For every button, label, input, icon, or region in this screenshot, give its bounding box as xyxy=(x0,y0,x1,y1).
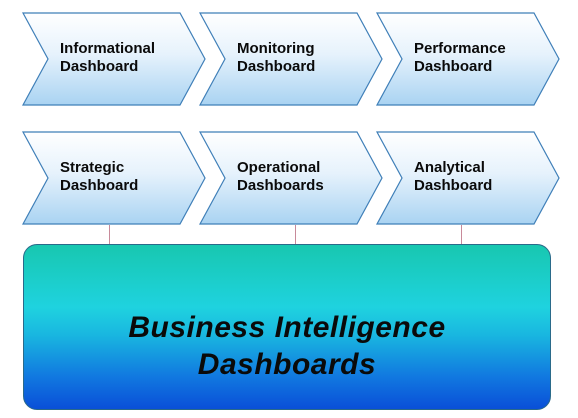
chevron-label: Informational Dashboard xyxy=(60,40,156,75)
business-intelligence-title: Business Intelligence Dashboards xyxy=(128,311,446,381)
connector-line xyxy=(461,225,462,249)
chevron-monitoring-dashboard: Monitoring Dashboard xyxy=(198,12,383,106)
chevron-label: Strategic Dashboard xyxy=(60,159,139,194)
chevron-performance-dashboard: Performance Dashboard xyxy=(375,12,560,106)
connector-line xyxy=(109,225,110,249)
chevron-arrow-shape xyxy=(375,131,560,225)
chevron-label: Monitoring Dashboard xyxy=(237,40,316,75)
chevron-analytical-dashboard: Analytical Dashboard xyxy=(375,131,560,225)
chevron-arrow-shape xyxy=(21,131,206,225)
chevron-strategic-dashboard: Strategic Dashboard xyxy=(21,131,206,225)
chevron-label: Operational Dashboards xyxy=(237,159,324,194)
business-intelligence-box: Business Intelligence Dashboards xyxy=(23,244,551,410)
chevron-arrow-shape xyxy=(21,12,206,106)
connector-line xyxy=(295,225,296,249)
chevron-arrow-shape xyxy=(198,131,383,225)
chevron-label: Analytical Dashboard xyxy=(414,159,493,194)
chevron-informational-dashboard: Informational Dashboard xyxy=(21,12,206,106)
chevron-label: Performance Dashboard xyxy=(414,40,506,75)
chevron-arrow-shape xyxy=(198,12,383,106)
chevron-operational-dashboards: Operational Dashboards xyxy=(198,131,383,225)
chevron-arrow-shape xyxy=(375,12,560,106)
